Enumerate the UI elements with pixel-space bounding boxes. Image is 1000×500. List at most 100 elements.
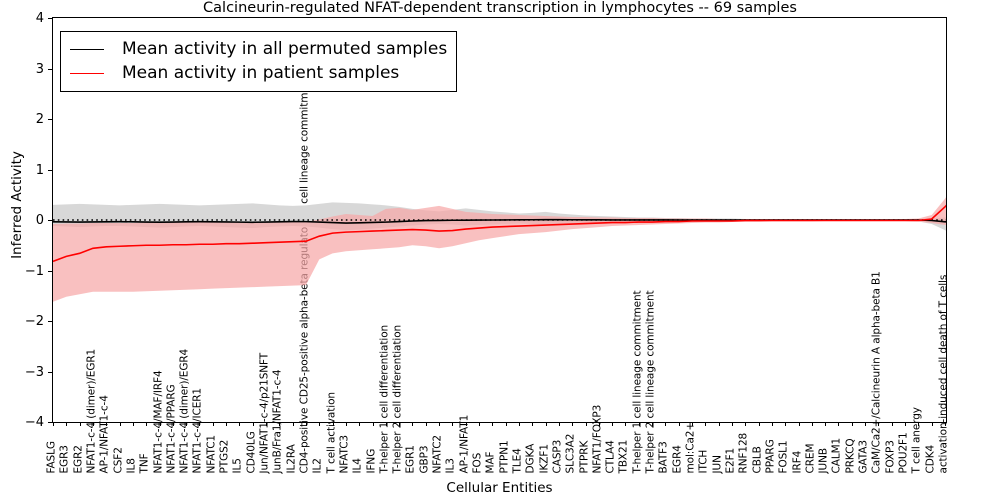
x-tick-label: GBP3 bbox=[418, 445, 431, 473]
y-tick-mark bbox=[48, 18, 52, 19]
x-tick-mark bbox=[811, 422, 813, 426]
x-tick-mark bbox=[532, 422, 534, 426]
x-tick-mark bbox=[425, 422, 427, 426]
x-tick-mark bbox=[226, 422, 228, 426]
y-tick-label: 1 bbox=[35, 162, 44, 178]
y-tick-mark bbox=[48, 68, 52, 70]
x-tick-mark bbox=[945, 422, 946, 426]
x-tick-mark bbox=[159, 422, 161, 426]
x-tick-label: CD40LG bbox=[245, 430, 258, 473]
y-tick-label: 4 bbox=[35, 11, 44, 26]
x-tick-mark bbox=[838, 422, 840, 426]
x-tick-label: CSF2 bbox=[112, 446, 125, 473]
y-tick-label: −1 bbox=[24, 263, 44, 279]
x-tick-mark bbox=[146, 422, 148, 426]
x-tick-mark bbox=[771, 422, 773, 426]
x-tick-label: FASLG bbox=[45, 440, 58, 473]
x-tick-label: PRKCQ bbox=[844, 437, 857, 473]
x-tick-mark bbox=[372, 422, 374, 426]
x-tick-label: IRF4 bbox=[791, 450, 804, 473]
x-tick-mark bbox=[199, 422, 201, 426]
x-tick-label: BATF3 bbox=[657, 440, 670, 473]
x-tick-label: NFATC1 bbox=[205, 434, 218, 473]
x-tick-mark bbox=[598, 422, 600, 426]
y-tick-mark bbox=[48, 270, 52, 272]
x-tick-mark bbox=[572, 422, 574, 426]
x-tick-mark bbox=[106, 422, 108, 426]
y-tick-label: −3 bbox=[24, 364, 44, 380]
x-tick-label: CASP3 bbox=[551, 439, 564, 473]
x-tick-mark bbox=[865, 422, 867, 426]
legend-entry[interactable]: Mean activity in all permuted samples bbox=[70, 37, 447, 61]
x-tick-mark bbox=[132, 422, 134, 426]
x-tick-label: IL2RA bbox=[285, 443, 298, 473]
x-tick-mark bbox=[452, 422, 454, 426]
x-tick-label: CBLB bbox=[751, 445, 764, 473]
x-tick-label: FOXP3 bbox=[884, 439, 897, 473]
x-tick-label: EGR4 bbox=[671, 444, 684, 473]
y-tick-mark bbox=[48, 220, 52, 221]
x-tick-label: IFNG bbox=[365, 448, 378, 473]
x-tick-label: IL4 bbox=[351, 457, 364, 473]
y-tick-label: 0 bbox=[35, 213, 44, 228]
legend-entry[interactable]: Mean activity in patient samples bbox=[70, 61, 447, 85]
x-tick-label: GATA3 bbox=[857, 439, 870, 473]
x-tick-label: CDK4 bbox=[924, 444, 937, 473]
x-tick-mark bbox=[758, 422, 760, 426]
x-tick-mark bbox=[212, 422, 214, 426]
x-tick-mark bbox=[798, 422, 800, 426]
x-tick-label: RNF128 bbox=[737, 432, 750, 473]
x-tick-mark bbox=[918, 422, 920, 426]
x-tick-mark bbox=[931, 422, 933, 426]
x-tick-label: AP-1/NFAT1 bbox=[458, 414, 471, 473]
y-tick-mark bbox=[48, 169, 52, 171]
x-axis-label: Cellular Entities bbox=[446, 480, 553, 496]
x-tick-mark bbox=[92, 422, 94, 426]
x-tick-mark bbox=[53, 422, 54, 426]
x-tick-mark bbox=[79, 422, 81, 426]
x-tick-mark bbox=[439, 422, 441, 426]
x-tick-label: CREM bbox=[804, 443, 817, 473]
x-tick-label: IL2 bbox=[311, 457, 324, 473]
x-tick-mark bbox=[332, 422, 334, 426]
legend-label: Mean activity in patient samples bbox=[122, 62, 400, 83]
x-tick-mark bbox=[345, 422, 347, 426]
x-tick-label: IL5 bbox=[231, 457, 244, 473]
series-band bbox=[53, 197, 946, 302]
x-tick-label: NFATC3 bbox=[338, 434, 351, 473]
legend-color-swatch bbox=[70, 72, 104, 74]
x-tick-mark bbox=[252, 422, 254, 426]
x-tick-label: EGR1 bbox=[404, 444, 417, 473]
x-tick-mark bbox=[625, 422, 627, 426]
chart-title: Calcineurin-regulated NFAT-dependent tra… bbox=[203, 0, 797, 16]
y-tick-mark bbox=[48, 422, 52, 423]
x-tick-mark bbox=[545, 422, 547, 426]
x-tick-mark bbox=[692, 422, 694, 426]
x-tick-mark bbox=[851, 422, 853, 426]
x-tick-mark bbox=[119, 422, 121, 426]
x-tick-mark bbox=[186, 422, 188, 426]
x-tick-mark bbox=[319, 422, 321, 426]
x-tick-mark bbox=[399, 422, 401, 426]
y-tick-mark bbox=[48, 371, 52, 373]
x-tick-label: FOSL1 bbox=[777, 440, 790, 473]
x-tick-mark bbox=[718, 422, 720, 426]
x-tick-mark bbox=[652, 422, 654, 426]
x-tick-mark bbox=[731, 422, 733, 426]
plot-area bbox=[52, 17, 947, 423]
x-tick-mark bbox=[705, 422, 707, 426]
x-tick-label: EGR3 bbox=[58, 444, 71, 473]
x-tick-mark bbox=[279, 422, 281, 426]
x-tick-label: TNF bbox=[138, 452, 151, 473]
x-tick-mark bbox=[465, 422, 467, 426]
x-tick-label: JUNB bbox=[817, 447, 830, 473]
x-tick-mark bbox=[172, 422, 174, 426]
x-tick-label: PTPN1 bbox=[498, 439, 511, 473]
x-tick-mark bbox=[638, 422, 640, 426]
x-tick-mark bbox=[359, 422, 361, 426]
x-tick-label: IKZF1 bbox=[538, 443, 551, 473]
x-tick-label: JUN bbox=[711, 454, 724, 473]
x-tick-label: NFATC2 bbox=[431, 434, 444, 473]
x-tick-label: PPARG bbox=[764, 438, 777, 473]
x-tick-label: mol:Ca2+ bbox=[684, 421, 697, 473]
